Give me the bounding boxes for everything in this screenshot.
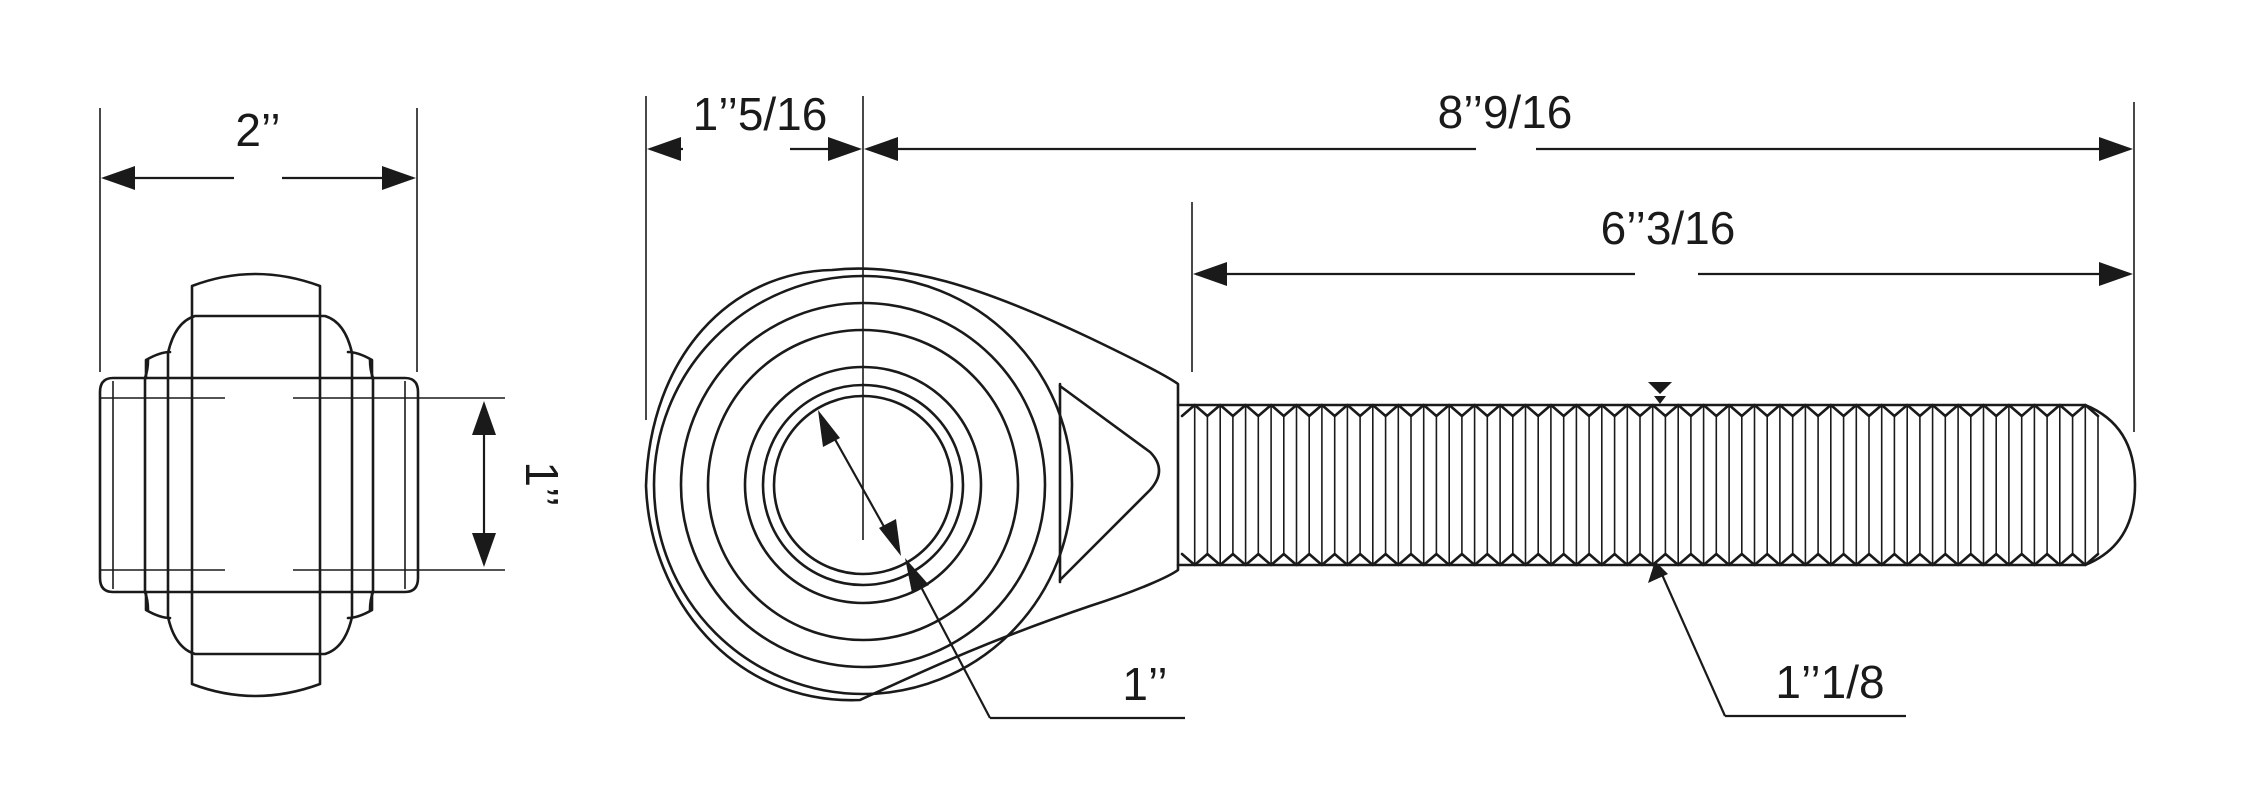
width-label: 2’’	[235, 104, 280, 156]
ring-2	[679, 301, 1047, 669]
bore-circle	[772, 394, 954, 576]
overall-length-dimension: 8’’9/16	[864, 86, 2133, 161]
thread-top-marker	[1648, 382, 1672, 394]
ring-3	[706, 328, 1020, 642]
shank-outline	[1176, 403, 2137, 567]
side-view: 2’’ 1’’	[98, 104, 568, 698]
thread-crests	[1180, 403, 2100, 567]
neck-cone	[1058, 384, 1161, 582]
ball-bore-label: 1’’	[1122, 658, 1167, 710]
width-dimension: 2’’	[101, 104, 416, 190]
thread-top-profile	[1180, 403, 2100, 418]
side-ball	[190, 272, 322, 698]
ring-outer	[652, 274, 1074, 696]
thread-length-dimension: 6’’3/16	[1193, 202, 2133, 286]
side-housing	[166, 314, 354, 656]
ball-bore-leader: 1’’	[905, 558, 1185, 720]
ring-5	[761, 383, 965, 587]
front-view: 1’’5/16 8’’9/16 6’’3/16	[644, 86, 2137, 720]
ring-4	[743, 365, 983, 605]
thread-diameter-dimension: 1’’1/8	[1648, 382, 1906, 718]
thread-bottom-profile	[1180, 552, 2100, 567]
side-shank-outline	[98, 376, 420, 594]
overall-length-label: 8’’9/16	[1438, 86, 1573, 138]
bore-diameter-arrow	[818, 410, 901, 556]
eye-offset-dimension: 1’’5/16	[647, 88, 862, 161]
thread-diameter-label: 1’’1/8	[1775, 656, 1884, 708]
eye-offset-label: 1’’5/16	[693, 88, 828, 140]
bore-height-dimension: 1’’	[472, 401, 568, 567]
threaded-shank	[1176, 403, 2137, 567]
thread-length-label: 6’’3/16	[1601, 202, 1736, 254]
side-step-corners	[144, 350, 374, 620]
bore-height-label: 1’’	[516, 461, 568, 506]
side-step-lines	[143, 358, 375, 612]
eye-housing	[644, 267, 1180, 702]
